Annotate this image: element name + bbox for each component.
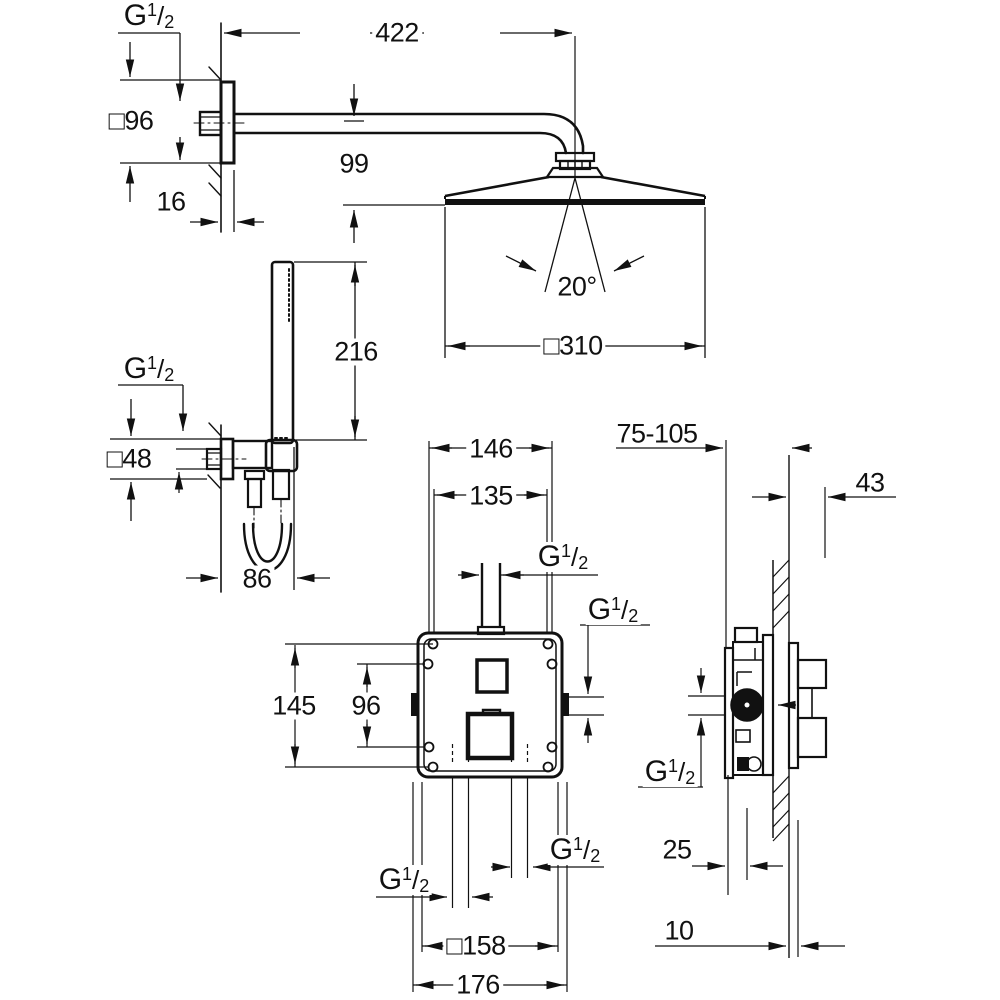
dim-plate-width: 176 (453, 971, 503, 999)
thread-label-side-port: G1/2 (642, 755, 698, 788)
dim-flange-depth: 16 (156, 186, 186, 217)
dim-trim-depth: 43 (855, 467, 885, 498)
hand-shower-and-holder (201, 260, 299, 593)
trim-and-handle-section (787, 641, 828, 770)
dim-box-hole-spacing-h: 135 (466, 482, 516, 510)
thread-label-top-port: G1/2 (535, 540, 591, 573)
dim-spray-angle: 20° (554, 273, 600, 301)
spray-angle-indicator (505, 36, 645, 293)
dim-arm-drop: 99 (339, 148, 369, 179)
thread-label-arm-supply: G1/2 (121, 0, 177, 32)
thread-label-bottom-left-port: G1/2 (376, 863, 432, 896)
top-dimensions (118, 28, 706, 441)
dim-box-height: 145 (269, 692, 319, 720)
dim-hand-shower-height: 216 (331, 338, 381, 366)
thread-label-right-port: G1/2 (585, 593, 641, 626)
head-shower (444, 166, 706, 205)
thread-label-holder-supply: G1/2 (121, 352, 177, 385)
dim-plate-size: □158 (443, 932, 509, 960)
dim-wall-offset: 10 (664, 915, 694, 946)
dim-arm-length: 422 (372, 19, 422, 47)
mixer-side-view (616, 440, 896, 958)
dim-depth-range: 75-105 (616, 418, 698, 449)
hand-shower-dimensions (110, 384, 330, 590)
dim-holder-offset: 86 (239, 565, 275, 593)
dim-box-width-outer: 146 (466, 435, 516, 463)
dim-box-hole-spacing-v: 96 (348, 692, 384, 720)
dim-head-size: □310 (540, 332, 606, 360)
mixer-box-front-view (411, 563, 569, 779)
dim-holder-flange-size: □48 (106, 443, 152, 474)
dim-arm-flange-size: □96 (108, 105, 154, 136)
corner-screws (422, 638, 558, 773)
valve-body-section (723, 626, 796, 780)
thread-label-bottom-right-port: G1/2 (547, 833, 603, 866)
dim-rear-offset: 25 (662, 834, 692, 865)
wall-section-hatching (772, 559, 790, 842)
